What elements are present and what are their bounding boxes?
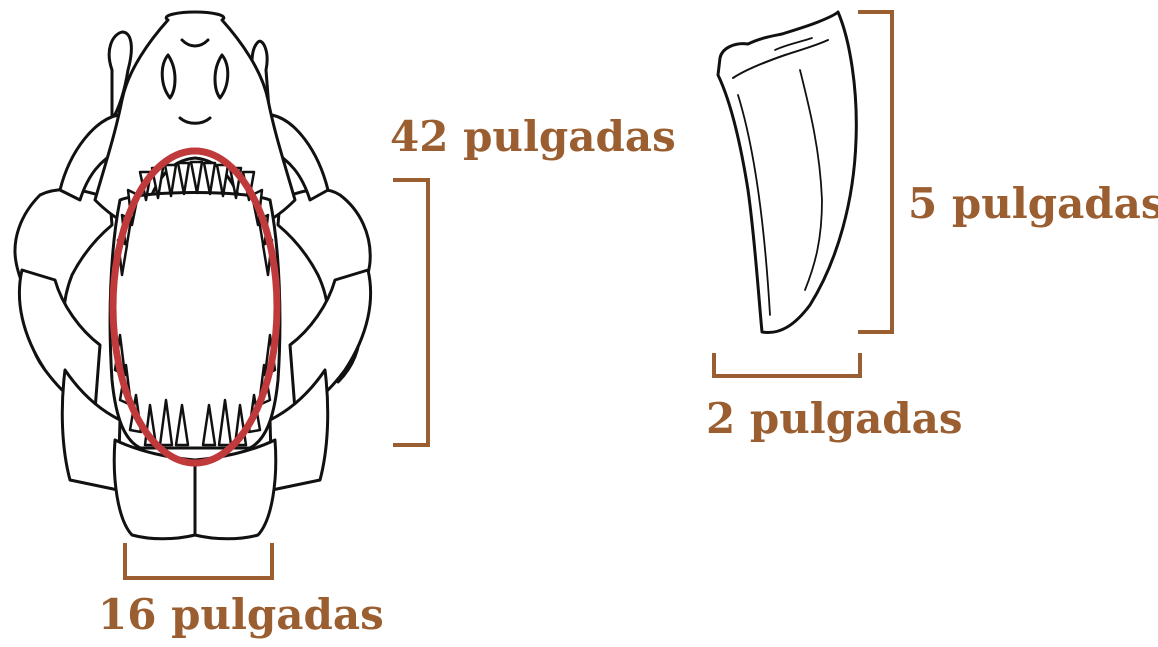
jaw-height-bracket (393, 180, 428, 445)
jaw-height-label: 42 pulgadas (390, 116, 676, 158)
shark-tooth-illustration (718, 12, 856, 333)
jaw-width-label: 16 pulgadas (98, 594, 384, 636)
tooth-height-label: 5 pulgadas (908, 183, 1158, 225)
tooth-width-bracket (714, 353, 860, 376)
tooth-width-label: 2 pulgadas (706, 398, 963, 440)
jaw-width-bracket (125, 543, 272, 578)
tooth-height-bracket (858, 12, 892, 332)
